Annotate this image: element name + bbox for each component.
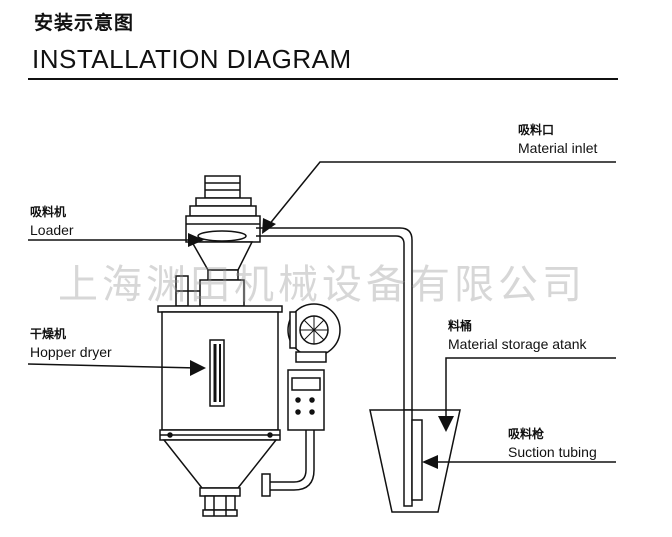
suction-tubing-leader bbox=[422, 455, 616, 469]
hopper-dryer-label-en: Hopper dryer bbox=[30, 344, 112, 360]
loader-label: 吸料机 Loader bbox=[30, 206, 74, 237]
company-watermark: 上海渊田机械设备有限公司 bbox=[58, 262, 586, 308]
material-storage-label: 料桶 Material storage atank bbox=[448, 320, 587, 351]
hopper-dryer-unit bbox=[157, 305, 283, 517]
loader-leader bbox=[28, 233, 204, 247]
suction-tubing-label-cn: 吸料枪 bbox=[508, 427, 545, 441]
title-underline bbox=[28, 78, 618, 80]
suction-tubing-label-en: Suction tubing bbox=[508, 444, 597, 460]
conveying-pipe bbox=[256, 227, 413, 412]
hopper-dryer-label: 干燥机 Hopper dryer bbox=[30, 328, 112, 359]
blower-heater-unit bbox=[261, 303, 341, 497]
material-inlet-label-en: Material inlet bbox=[518, 140, 598, 156]
suction-tubing-label: 吸料枪 Suction tubing bbox=[508, 428, 597, 459]
hopper-dryer-label-cn: 干燥机 bbox=[30, 327, 67, 341]
material-storage-tank bbox=[369, 409, 461, 513]
loader-label-cn: 吸料机 bbox=[30, 205, 67, 219]
page-title-en: INSTALLATION DIAGRAM bbox=[32, 44, 352, 74]
loader-label-en: Loader bbox=[30, 222, 74, 238]
loader-unit bbox=[175, 175, 261, 307]
material-inlet-label: 吸料口 Material inlet bbox=[518, 124, 597, 155]
page-title-cn: 安装示意图 bbox=[34, 12, 135, 34]
hopper-dryer-leader bbox=[27, 360, 206, 376]
material-storage-label-en: Material storage atank bbox=[448, 336, 587, 352]
material-storage-label-cn: 料桶 bbox=[448, 319, 473, 333]
material-inlet-leader bbox=[262, 161, 616, 234]
material-storage-leader bbox=[438, 357, 616, 432]
material-inlet-label-cn: 吸料口 bbox=[518, 123, 555, 137]
